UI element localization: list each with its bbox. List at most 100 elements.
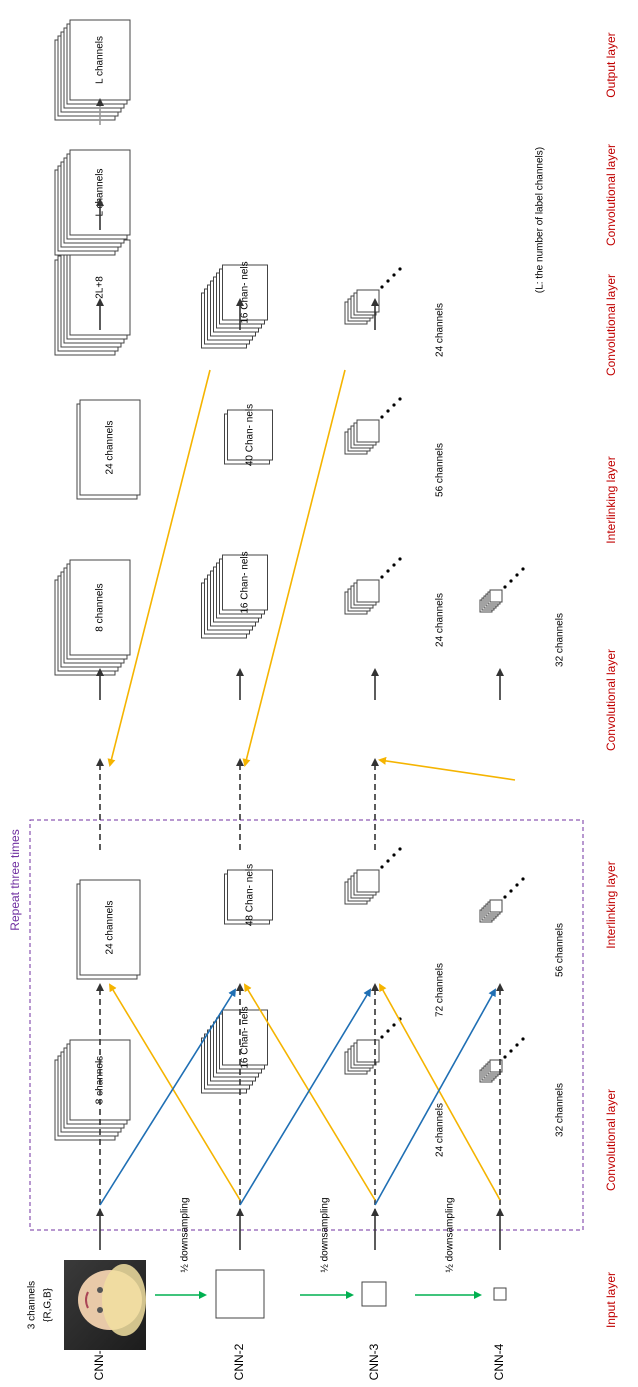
r1-output-block-layer	[69, 19, 131, 101]
col-conv3-layer: Convolutional layer	[604, 274, 618, 376]
r1-interlink1-block: 24 channels	[76, 879, 141, 980]
row-label-cnn2: CNN-2	[232, 1343, 246, 1380]
r3-conv2-block-dot	[380, 575, 384, 579]
r3-conv3-block	[344, 267, 402, 325]
r3-conv2-block-dot	[386, 569, 390, 573]
r1-conv4-block: L channels	[54, 149, 131, 256]
r2-conv3-block: 16 Chan- nels	[201, 261, 268, 349]
col-output-layer: Output layer	[604, 32, 618, 97]
r1-conv2-block-label: 8 channels	[95, 583, 106, 631]
repeat-box	[29, 819, 584, 1231]
r3-conv1-block-layer	[356, 1039, 380, 1063]
col-interlink1-layer: Interlinking layer	[604, 861, 618, 948]
r4-conv2-block	[479, 567, 525, 613]
repeat-three-times-label: Repeat three times	[8, 829, 22, 930]
r2-conv1-block-label: 16 Chan- nels	[240, 1006, 251, 1068]
r1-interlink2-block-layer	[79, 399, 141, 496]
row-label-cnn3: CNN-3	[367, 1343, 381, 1380]
r4-conv2-block-layer	[489, 589, 503, 603]
downsampling-label-1: ½ downsampling	[180, 1197, 191, 1272]
r4-conv1-block-dot	[521, 1037, 525, 1041]
r3-interlink2-block-dot	[380, 415, 384, 419]
downsampling-label-2: ½ downsampling	[320, 1197, 331, 1272]
blue-cross-r1-r2	[99, 988, 237, 1206]
r2-conv2-block: 16 Chan- nels	[201, 551, 268, 639]
r4-conv2-block-dot	[509, 579, 513, 583]
r4-interlink1-block-dot	[515, 883, 519, 887]
r3-conv3-block-dot	[398, 267, 402, 271]
r2-conv3-block-label: 16 Chan- nels	[240, 261, 251, 323]
yellow-cross-late-r2-r1	[107, 369, 211, 767]
cnn3-input-square	[361, 1281, 387, 1307]
r4-interlink1-block-dot	[521, 877, 525, 881]
r2-conv1-block: 16 Chan- nels	[201, 1006, 268, 1094]
r4-conv2-block-dot	[503, 585, 507, 589]
r3-conv2-block-dot	[392, 563, 396, 567]
r1-interlink1-block-label: 24 channels	[105, 901, 116, 955]
r3-interlink1-block-dot	[392, 853, 396, 857]
r3-conv3-block-dot	[380, 285, 384, 289]
r3-interlink2-block-dot	[398, 397, 402, 401]
r2-conv2-block-label: 16 Chan- nels	[240, 551, 251, 613]
col-conv1-layer: Convolutional layer	[604, 1089, 618, 1191]
r3-conv2-block-layer	[356, 579, 380, 603]
r3-conv3-label: 24 channels	[435, 303, 446, 357]
r4-interlink1-block-dot	[503, 895, 507, 899]
cnn4-input-square	[493, 1287, 507, 1301]
yellow-cross-late-r4-r3	[378, 756, 516, 781]
col-conv4-layer: Convolutional layer	[604, 144, 618, 246]
r1-conv3-block: 2L+8	[54, 239, 131, 356]
r2-conv2-block-layer	[222, 554, 268, 611]
yellow-cross-r3-r2	[243, 983, 376, 1201]
r3-conv1-block-dot	[386, 1029, 390, 1033]
r2-interlink2-block-label: 40 Chan- nels	[245, 404, 256, 466]
r1-conv2-block-layer	[69, 559, 131, 656]
r2-conv3-block-layer	[222, 264, 268, 321]
r3-interlink1-block-dot	[380, 865, 384, 869]
downsampling-label-3: ½ downsampling	[445, 1197, 456, 1272]
r4-conv1-block-dot	[509, 1049, 513, 1053]
r3-interlink1-label: 72 channels	[435, 963, 446, 1017]
r4-interlink1-block-dot	[509, 889, 513, 893]
r3-interlink2-block-layer	[356, 419, 380, 443]
row-label-cnn1: CNN-1	[92, 1343, 106, 1380]
r1-interlink1-block-layer	[79, 879, 141, 976]
r3-conv2-block-dot	[398, 557, 402, 561]
label-channels-note: (L: the number of label channels)	[535, 147, 546, 293]
r3-conv1-block-dot	[392, 1023, 396, 1027]
r4-conv1-block-dot	[503, 1055, 507, 1059]
r4-conv2-block-dot	[521, 567, 525, 571]
r2-interlink1-block-label: 48 Chan- nels	[245, 864, 256, 926]
r3-interlink1-block-dot	[386, 859, 390, 863]
r4-conv1-block	[479, 1037, 525, 1083]
r3-conv1-block	[344, 1017, 402, 1075]
r3-conv1-label: 24 channels	[435, 1103, 446, 1157]
blue-cross-r2-r3	[239, 988, 372, 1206]
input-image	[64, 1260, 146, 1350]
r4-conv2-label: 32 channels	[555, 613, 566, 667]
r3-interlink1-block-dot	[398, 847, 402, 851]
r1-conv2-block: 8 channels	[54, 559, 131, 676]
r3-interlink2-block	[344, 397, 402, 455]
r4-interlink1-block-layer	[489, 899, 503, 913]
r1-conv4-block-label: L channels	[95, 169, 106, 217]
r3-interlink2-block-dot	[386, 409, 390, 413]
arrows	[96, 98, 516, 1299]
r2-interlink1-block: 48 Chan- nels	[224, 864, 273, 926]
r2-interlink1-block-layer	[227, 869, 273, 921]
r4-conv1-label: 32 channels	[555, 1083, 566, 1137]
r4-conv1-block-dot	[515, 1043, 519, 1047]
r3-interlink1-block-layer	[356, 869, 380, 893]
yellow-cross-late-r3-r2	[242, 369, 346, 767]
col-interlink2-layer: Interlinking layer	[604, 456, 618, 543]
r3-interlink2-block-dot	[392, 403, 396, 407]
r1-output-block-label: L channels	[95, 36, 106, 84]
r3-interlink1-block	[344, 847, 402, 905]
yellow-cross-r4-r3	[379, 983, 501, 1201]
r3-conv2-block	[344, 557, 402, 615]
r1-conv3-block-label: 2L+8	[95, 276, 106, 299]
blue-cross-r3-r4	[374, 988, 496, 1206]
yellow-cross-r2-r1	[108, 983, 241, 1201]
